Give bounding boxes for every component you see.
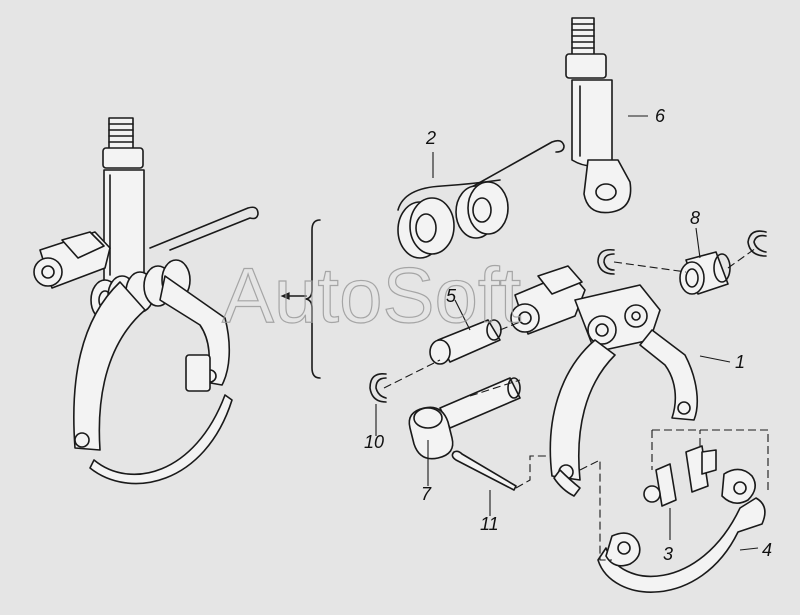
- part-10-retaining-ring: [369, 372, 387, 403]
- callout-8: 8: [690, 208, 700, 228]
- assembled-rod: [102, 117, 145, 291]
- group-bracket-brace: [305, 219, 321, 379]
- assembled-fork-assembly: [33, 117, 259, 485]
- callout-5: 5: [446, 286, 457, 306]
- part-2-spring: [397, 139, 565, 259]
- part-8-bushing: [679, 251, 731, 295]
- part-4-strap: [597, 468, 766, 593]
- callout-4: 4: [762, 540, 772, 560]
- retaining-ring-upper: [597, 248, 615, 275]
- assembled-spring-wire: [149, 206, 259, 251]
- part-7-pin: [408, 377, 521, 460]
- callout-3: 3: [663, 544, 673, 564]
- callout-7: 7: [421, 484, 432, 504]
- part-3-shoe: [643, 445, 717, 507]
- callout-6: 6: [655, 106, 666, 126]
- part-6-rod: [565, 17, 632, 214]
- part-11-cotter-pin: [451, 450, 517, 491]
- retaining-ring-right: [747, 230, 767, 257]
- callout-11: 11: [480, 514, 499, 534]
- assembly-guide-lines: [383, 247, 769, 561]
- watermark-logo: AutoSoft: [222, 251, 522, 339]
- callout-leaders: [375, 115, 759, 551]
- callout-2: 2: [425, 128, 436, 148]
- part-1-fork: [510, 265, 699, 497]
- callout-1: 1: [735, 352, 745, 372]
- assembled-fork-arms: [73, 275, 233, 485]
- assembled-bracket: [33, 231, 111, 289]
- callout-10: 10: [364, 432, 384, 452]
